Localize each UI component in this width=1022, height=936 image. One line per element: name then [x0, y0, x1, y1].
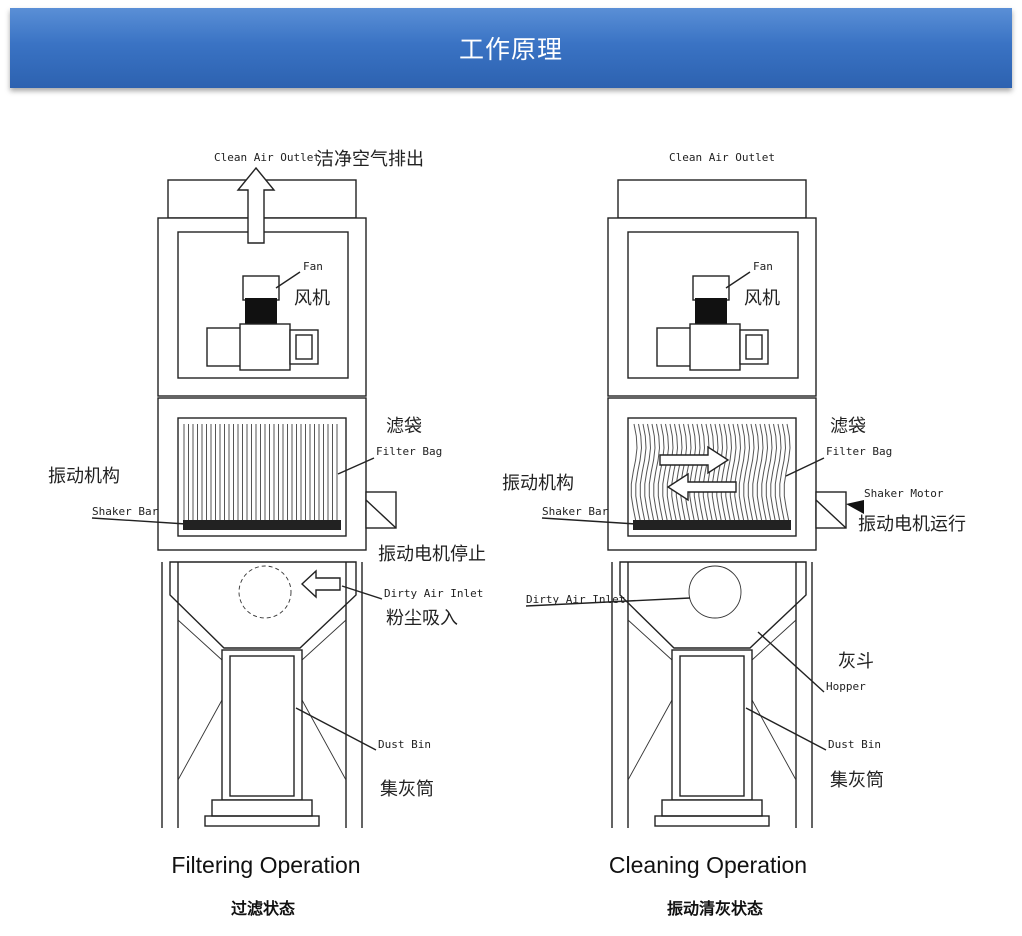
filter-bag-line	[711, 423, 719, 521]
filter-bag-line	[662, 423, 670, 521]
header-banner: 工作原理	[10, 8, 1012, 88]
shaker-motor	[365, 491, 397, 529]
fan-cn-label: 风机	[744, 288, 780, 309]
clean-air-outlet-label: Clean Air Outlet	[214, 151, 320, 164]
filter-bag-line	[671, 423, 679, 521]
filter-bag-line	[630, 423, 638, 521]
filter-bag-line	[765, 423, 773, 521]
filter-bag-label: Filter Bag	[376, 445, 442, 458]
page-title: 工作原理	[458, 35, 563, 64]
shaker-motor-stop-cn-label: 振动电机停止	[378, 544, 486, 565]
hopper-label: Hopper	[826, 680, 866, 693]
filter-bag-line	[684, 423, 692, 521]
filter-bag-line	[653, 423, 661, 521]
fan-label: Fan	[753, 260, 773, 273]
hopper	[619, 561, 807, 649]
filter-bag-line	[702, 423, 710, 521]
filtering-unit	[157, 166, 397, 828]
filter-bag-line	[720, 423, 728, 521]
shaker-motor-run-cn-label: 振动电机运行	[858, 514, 966, 535]
hopper-cn-label: 灰斗	[838, 651, 874, 672]
shaker-motor-label: Shaker Motor	[864, 487, 944, 500]
shaker-bar	[183, 520, 341, 530]
filter-bag-line	[725, 423, 733, 521]
filter-bag-line	[716, 423, 724, 521]
filter-bag-cn-label: 滤袋	[386, 416, 422, 437]
filter-bag-line	[693, 423, 701, 521]
filter-bag-line	[689, 423, 697, 521]
filter-bag-line	[752, 423, 760, 521]
shaker-cn-label: 振动机构	[502, 473, 574, 494]
filter-bag-line	[635, 423, 643, 521]
dirty-air-inlet-port	[688, 565, 742, 619]
outlet-hood	[617, 179, 807, 219]
dirty-air-inlet-port	[238, 565, 292, 619]
shaker-cn-label: 振动机构	[48, 466, 120, 487]
dust-bin-cn-label: 集灰筒	[830, 770, 884, 791]
dust-bin-label: Dust Bin	[828, 738, 881, 751]
filter-bag-line	[648, 423, 656, 521]
filter-bag-line	[756, 423, 764, 521]
shaker-bar-label: Shaker Bar	[92, 505, 159, 518]
filter-bag-line	[738, 423, 746, 521]
filter-bag-label: Filter Bag	[826, 445, 892, 458]
filter-bag-line	[680, 423, 688, 521]
cleaning-caption-cn: 振动清灰状态	[667, 899, 763, 918]
filter-bag-line	[743, 423, 751, 521]
filter-bag-line	[770, 423, 778, 521]
filter-bag-line	[734, 423, 742, 521]
filter-bag-cn-label: 滤袋	[830, 416, 866, 437]
fan-cn-label: 风机	[294, 288, 330, 309]
filter-bag-line	[644, 423, 652, 521]
filter-bag-line	[675, 423, 683, 521]
filtering-caption-cn: 过滤状态	[231, 899, 295, 918]
dirty-air-inlet-label: Dirty Air Inlet	[384, 587, 483, 600]
dust-bin-cn-label: 集灰筒	[380, 779, 434, 800]
filter-bag-line	[639, 423, 647, 521]
fan-motor-icon	[245, 298, 277, 324]
dust-bin	[221, 649, 303, 801]
filtering-caption: Filtering Operation	[171, 852, 360, 878]
filter-bag-line	[729, 423, 737, 521]
dust-bin-label: Dust Bin	[378, 738, 431, 751]
filter-bag-line	[761, 423, 769, 521]
fan-label: Fan	[303, 260, 323, 273]
dust-bin	[671, 649, 753, 801]
cleaning-caption: Cleaning Operation	[609, 852, 807, 878]
clean-air-arrow-icon	[236, 166, 276, 244]
filter-bag-line	[779, 423, 787, 521]
filter-bag-line	[747, 423, 755, 521]
clean-air-outlet-cn-label: 洁净空气排出	[316, 149, 424, 170]
filter-bag-line	[698, 423, 706, 521]
shaker-bar	[633, 520, 791, 530]
shaker-bar-label: Shaker Bar	[542, 505, 609, 518]
clean-air-outlet-label: Clean Air Outlet	[669, 151, 775, 164]
dirty-air-inlet-cn-label: 粉尘吸入	[386, 608, 458, 629]
fan-motor-icon	[695, 298, 727, 324]
filter-bags	[183, 424, 338, 520]
shaker-motor	[815, 491, 847, 529]
filter-bag-line	[774, 423, 782, 521]
filter-bags-shaking	[630, 423, 791, 521]
filter-bag-line	[783, 423, 791, 521]
shake-right-arrow-icon	[659, 445, 730, 475]
filter-bag-line	[666, 423, 674, 521]
shake-left-arrow-icon	[666, 472, 737, 502]
filter-bag-line	[657, 423, 665, 521]
dirty-air-arrow-icon	[300, 569, 341, 599]
hopper	[169, 561, 357, 649]
cleaning-unit	[607, 179, 864, 828]
